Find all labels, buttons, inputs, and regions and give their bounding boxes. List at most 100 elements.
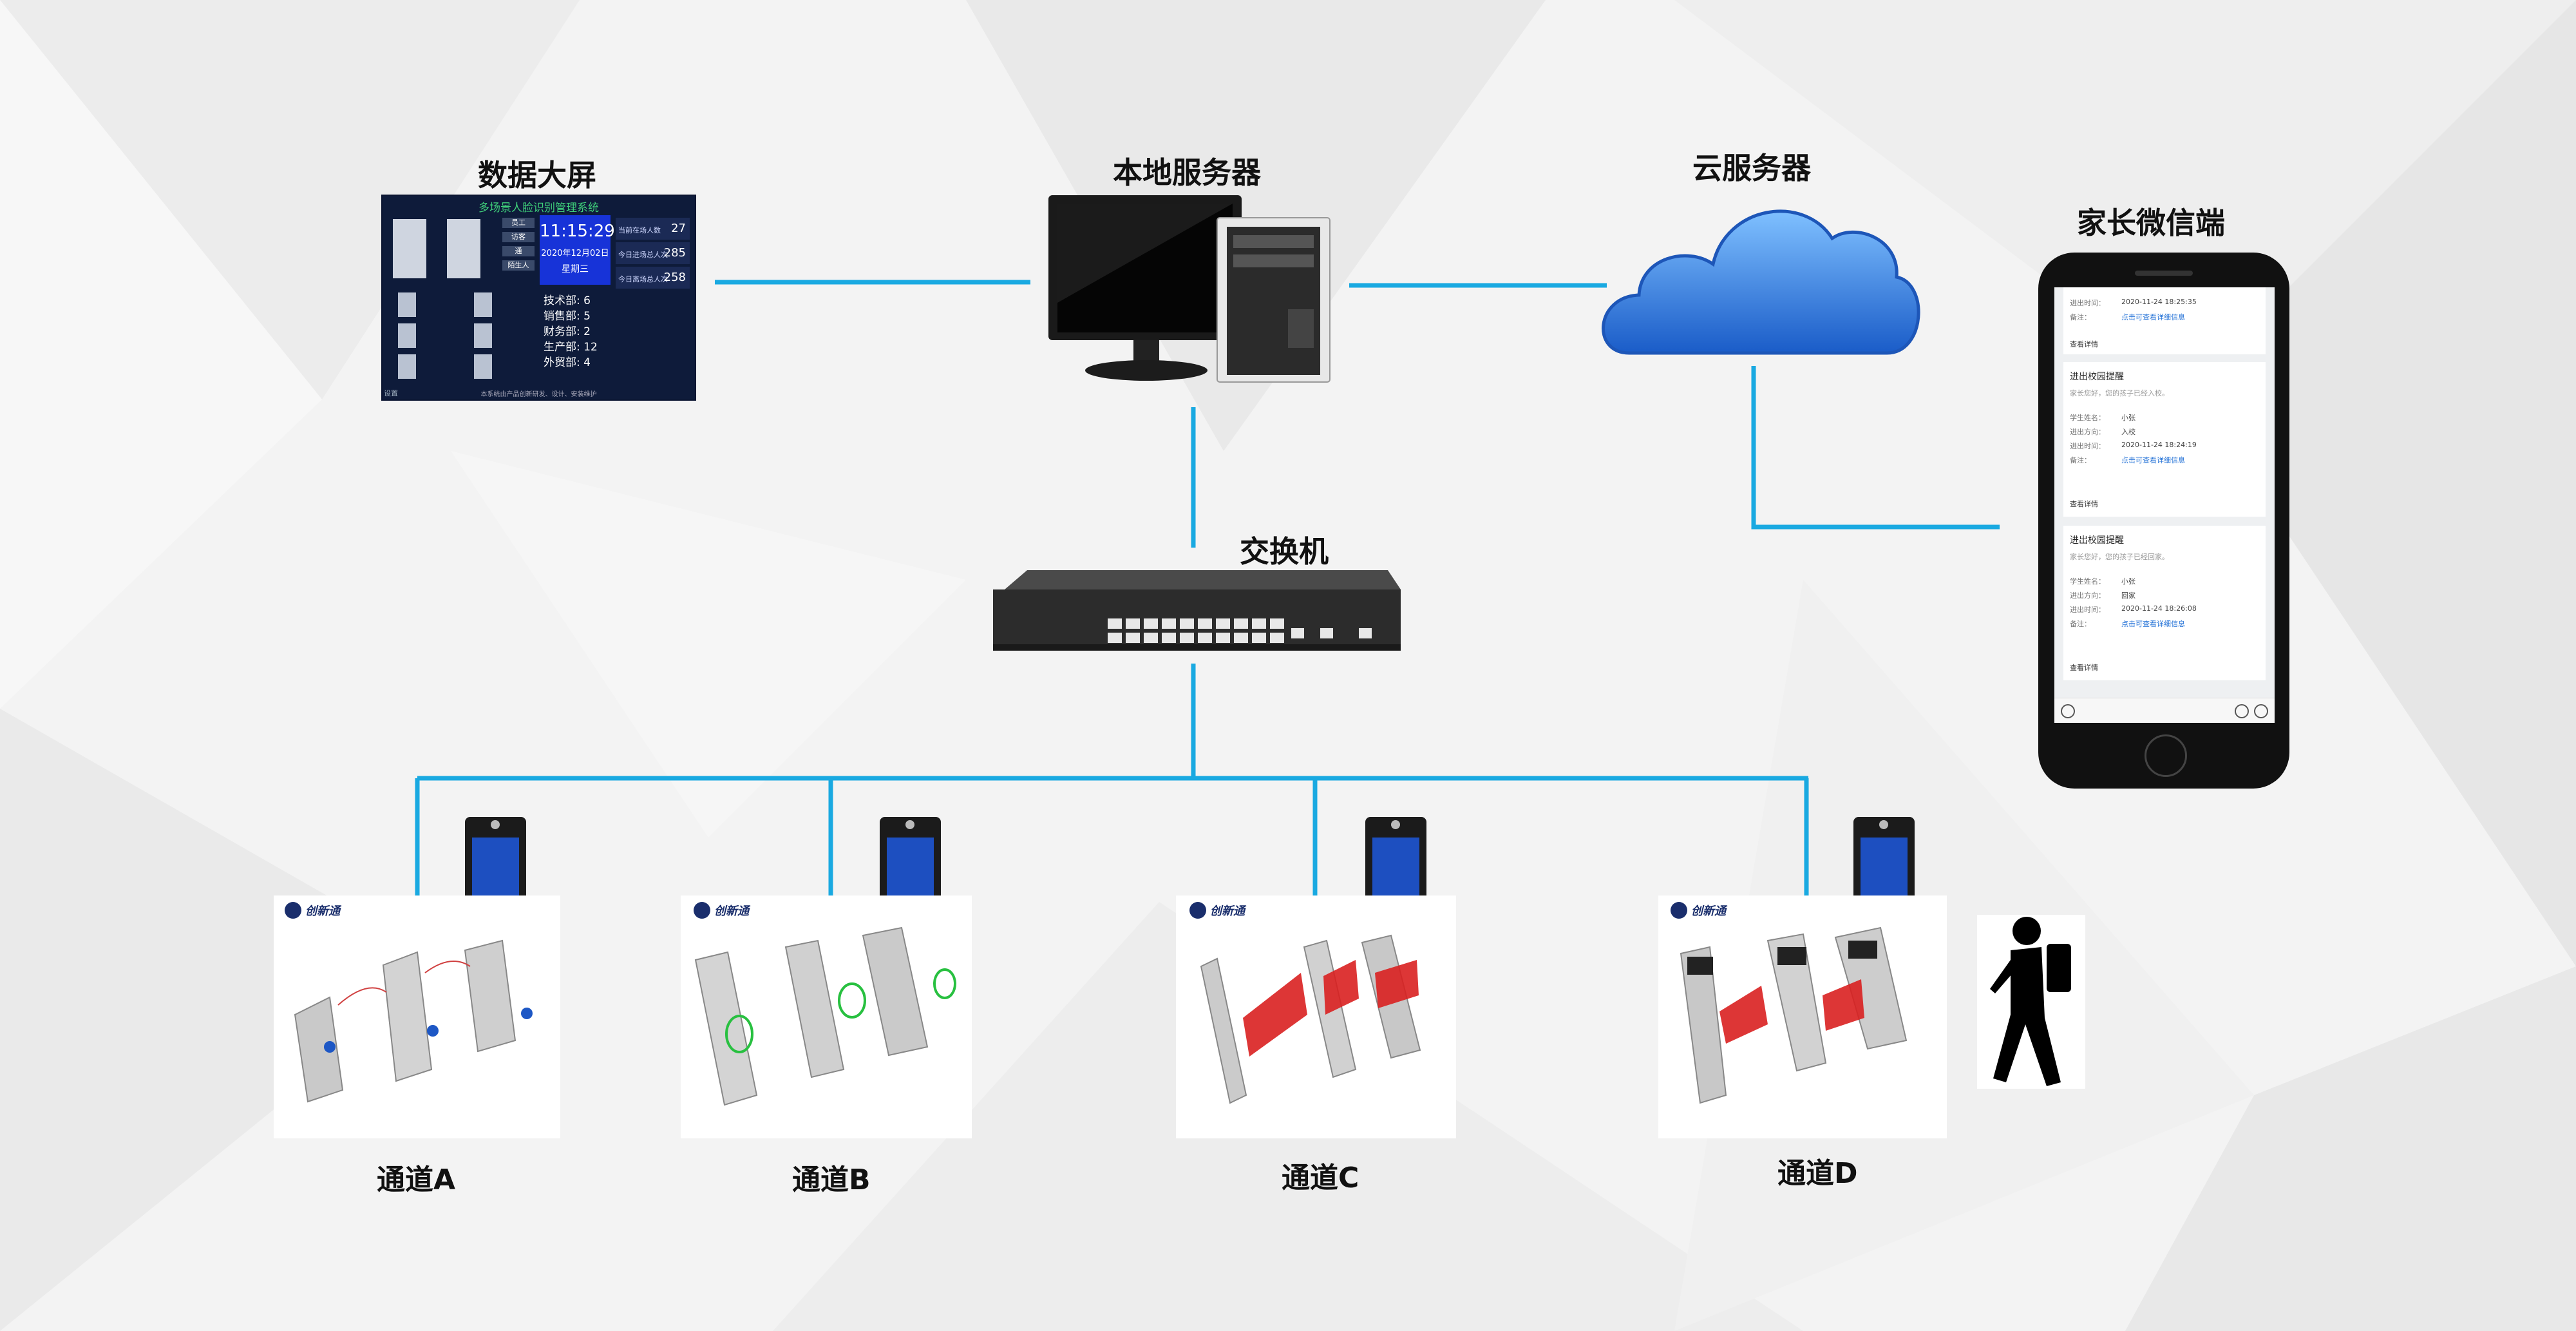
- notice-card[interactable]: 进出校园提醒 家长您好，您的孩子已经回家。 学生姓名： 小张 进出方向： 回家 …: [2063, 526, 2266, 680]
- brand-logo-c: 创新通: [1210, 905, 1245, 918]
- screen-date: 2020年12月02日: [541, 249, 609, 258]
- label-cloud-server: 云服务器: [1692, 151, 1811, 186]
- dept-row: 外贸部: 4: [544, 356, 591, 369]
- notice-subtitle: 家长您好，您的孩子已经回家。: [2070, 553, 2169, 561]
- field-value: 小张: [2121, 577, 2136, 586]
- screen-time: 11:15:29: [540, 222, 615, 241]
- detail-link[interactable]: 点击可查看详细信息: [2121, 313, 2185, 321]
- stat-label: 当前在场人数: [618, 226, 661, 235]
- dept-count: 6: [583, 294, 591, 307]
- screen-weekday: 星期三: [562, 264, 589, 274]
- dept-count: 2: [583, 325, 591, 338]
- dept-name: 财务部: [544, 325, 576, 338]
- notice-card-partial: 进出时间： 2020-11-24 18:25:35 备注： 点击可查看详细信息 …: [2063, 287, 2266, 354]
- view-details-link[interactable]: 查看详情: [2070, 500, 2098, 508]
- label-local-server: 本地服务器: [1113, 155, 1261, 190]
- screen-tag: 陌生人: [502, 260, 535, 271]
- turnstile-b: [694, 926, 956, 1106]
- field-key: 进出方向：: [2070, 591, 2105, 600]
- visitor-thumbnail: [398, 292, 416, 317]
- turnstile-d: [1680, 926, 1908, 1104]
- label-big-screen: 数据大屏: [478, 158, 596, 193]
- field-value: 2020-11-24 18:24:19: [2121, 441, 2197, 449]
- visitor-thumbnail: [474, 354, 492, 379]
- notice-card[interactable]: 进出校园提醒 家长您好，您的孩子已经入校。 学生姓名： 小张 进出方向： 入校 …: [2063, 362, 2266, 517]
- emoji-icon[interactable]: [2235, 704, 2249, 718]
- field-value: 小张: [2121, 414, 2136, 422]
- view-details-link[interactable]: 查看详情: [2070, 664, 2098, 672]
- screen-title: 多场景人脸识别管理系统: [478, 202, 599, 215]
- face-photo: [393, 219, 426, 278]
- field-value: 2020-11-24 18:26:08: [2121, 604, 2197, 613]
- label-gate-c: 通道C: [1282, 1162, 1359, 1194]
- network-links: [415, 280, 2000, 895]
- screen-stat: 当前在场人数 27: [616, 218, 690, 240]
- phone-speaker: [2135, 271, 2193, 276]
- view-details-link[interactable]: 查看详情: [2070, 340, 2098, 349]
- screen-tag: 访客: [502, 232, 535, 242]
- dept-row: 财务部: 2: [544, 325, 591, 338]
- visitor-thumbnail: [474, 292, 492, 317]
- turnstile-a: [294, 939, 533, 1103]
- dept-row: 技术部: 6: [544, 294, 591, 307]
- face-terminal-c: [1365, 817, 1426, 907]
- label-parent-wechat: 家长微信端: [2077, 206, 2225, 240]
- visitor-thumbnail: [474, 323, 492, 348]
- screen-tag: 员工: [502, 218, 535, 228]
- face-terminals: [465, 817, 1915, 907]
- field-key: 进出时间：: [2070, 606, 2105, 614]
- screen-corner-label: 设置: [384, 389, 398, 397]
- detail-link[interactable]: 点击可查看详细信息: [2121, 620, 2185, 628]
- label-switch: 交换机: [1240, 534, 1329, 569]
- field-value: 2020-11-24 18:25:35: [2121, 298, 2197, 306]
- dept-name: 技术部: [544, 294, 576, 307]
- visitor-thumbnail: [398, 354, 416, 379]
- chat-input-bar: [2054, 698, 2275, 723]
- field-key: 进出时间：: [2070, 299, 2105, 307]
- brand-logo-b: 创新通: [714, 905, 749, 918]
- brand-logo-a: 创新通: [305, 905, 340, 918]
- stat-label: 今日离场总人次: [618, 275, 668, 283]
- dept-count: 4: [583, 356, 591, 369]
- phone-screen: 进出时间： 2020-11-24 18:25:35 备注： 点击可查看详细信息 …: [2054, 287, 2275, 723]
- phone-home-button[interactable]: [2145, 734, 2187, 777]
- dept-count: 12: [583, 341, 598, 354]
- label-gate-b: 通道B: [792, 1163, 871, 1196]
- label-gate-d: 通道D: [1777, 1157, 1858, 1190]
- walking-person-icon: [1977, 915, 2085, 1089]
- detail-link[interactable]: 点击可查看详细信息: [2121, 456, 2185, 464]
- link-cloud-phone: [1751, 366, 2000, 530]
- stat-label: 今日进场总人次: [618, 251, 668, 259]
- plus-icon[interactable]: [2254, 704, 2268, 718]
- brand-logo-icons: [285, 902, 1687, 919]
- field-key: 进出方向：: [2070, 428, 2105, 436]
- label-gate-a: 通道A: [377, 1163, 456, 1196]
- face-terminal-d: [1853, 817, 1915, 907]
- visitor-thumbnail: [398, 323, 416, 348]
- screen-clock: 11:15:29 2020年12月02日 星期三: [540, 215, 615, 285]
- stat-value: 258: [663, 271, 686, 284]
- screen-stat: 今日进场总人次 285: [616, 242, 690, 264]
- field-key: 进出时间：: [2070, 442, 2105, 450]
- field-key: 学生姓名：: [2070, 577, 2105, 586]
- notice-subtitle: 家长您好，您的孩子已经入校。: [2070, 389, 2169, 397]
- notice-title: 进出校园提醒: [2070, 372, 2124, 382]
- dept-name: 外贸部: [544, 356, 576, 369]
- screen-tag: 通: [502, 246, 535, 256]
- cloud-icon: [1602, 209, 1920, 355]
- local-server-icon: [1048, 195, 1331, 383]
- field-value: 回家: [2121, 591, 2136, 600]
- field-key: 备注：: [2070, 313, 2091, 321]
- turnstile-c: [1200, 934, 1421, 1104]
- dept-row: 销售部: 5: [544, 310, 591, 323]
- voice-icon[interactable]: [2061, 704, 2075, 718]
- face-photo: [447, 219, 480, 278]
- field-key: 备注：: [2070, 456, 2091, 464]
- field-key: 备注：: [2070, 620, 2091, 628]
- notice-title: 进出校园提醒: [2070, 535, 2124, 546]
- face-terminal-a: [465, 817, 526, 907]
- dept-count: 5: [583, 310, 591, 323]
- field-value: 入校: [2121, 428, 2136, 436]
- screen-footer: 本系统由产品创新研发、设计、安装维护: [480, 391, 597, 398]
- field-key: 学生姓名：: [2070, 414, 2105, 422]
